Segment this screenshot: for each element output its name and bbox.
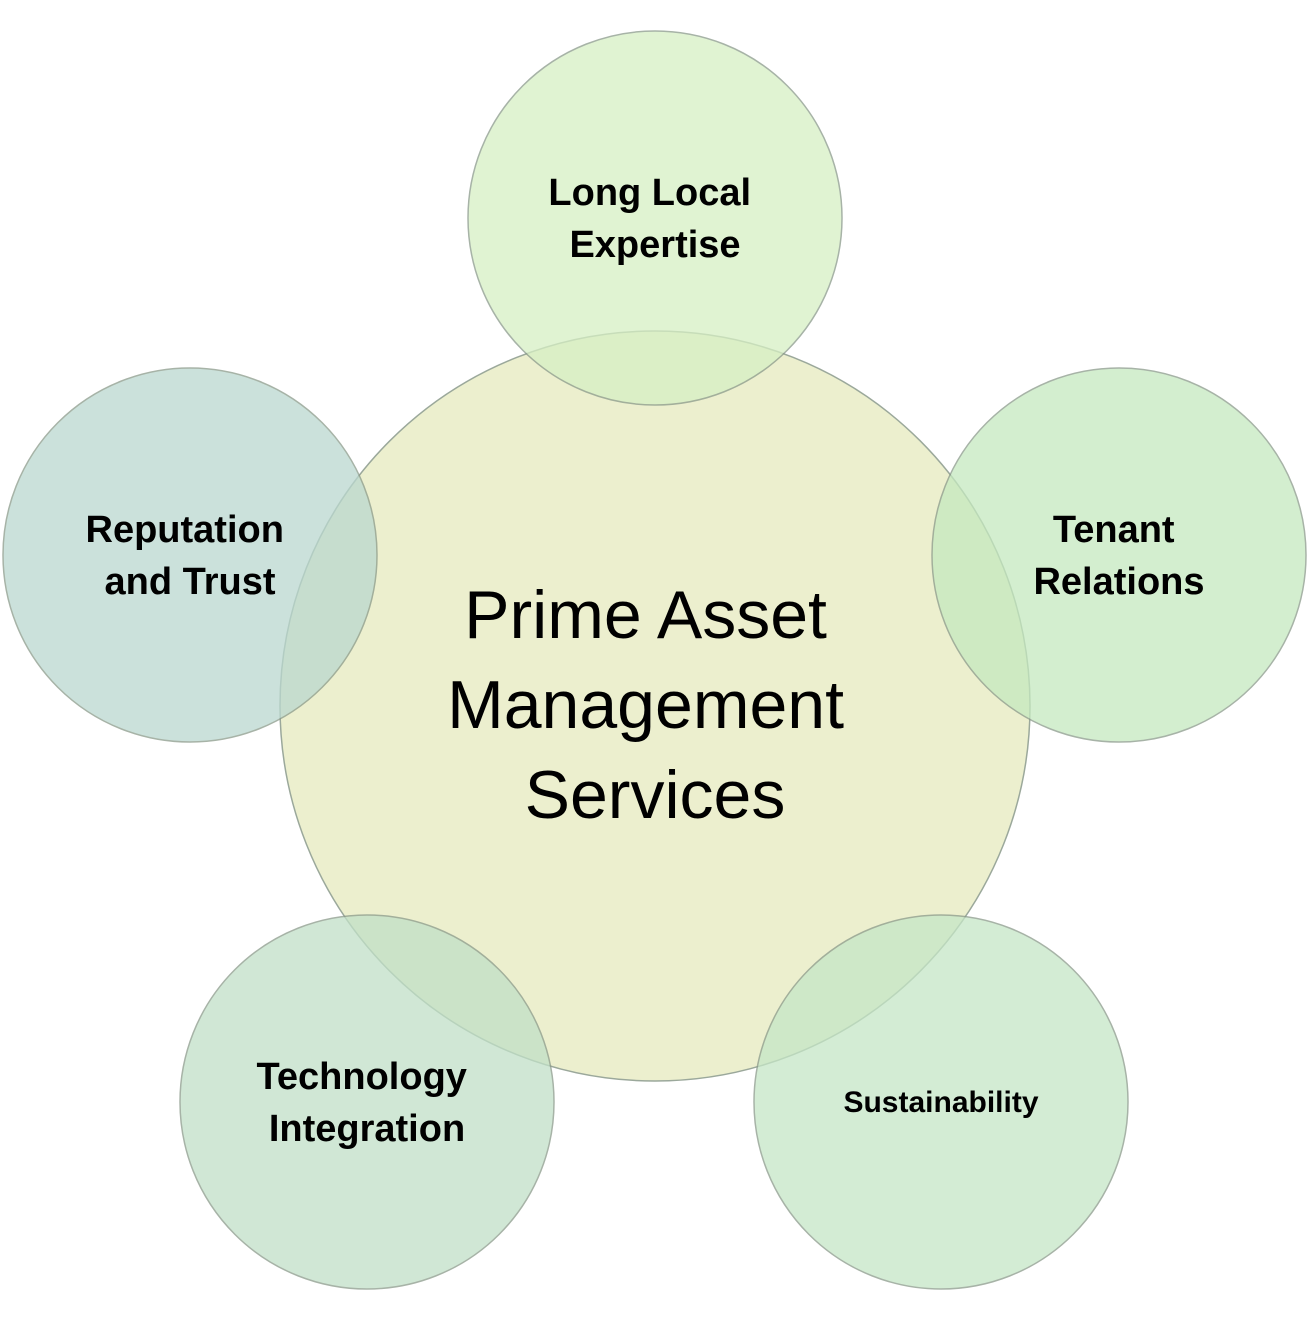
center-label-line-1: Prime Asset [464,577,827,653]
svg-text:Technology Integration: Technology Integration [257,1056,478,1150]
expertise-circle [467,30,843,406]
node-reputation: Reputation and Trust [2,367,378,743]
sustainability-circle [753,914,1129,1290]
reputation-label-line-2: and Trust [104,561,275,603]
node-expertise: Long Local Expertise [467,30,843,406]
expertise-label-line-1: Long Local [548,172,751,214]
technology-circle [179,914,555,1290]
tenant-circle [931,367,1307,743]
technology-label-line-2: Integration [269,1108,465,1150]
node-tenant: Tenant Relations [931,367,1307,743]
svg-text:Sustainability: Sustainability [843,1086,1038,1119]
center-label-line-3: Services [525,757,786,833]
center-label-line-2: Management [447,667,844,743]
svg-text:Tenant Relations: Tenant Relations [1033,509,1204,603]
svg-text:Long Local Expertise: Long Local Expertise [548,172,761,266]
reputation-circle [2,367,378,743]
tenant-label-line-2: Relations [1033,561,1204,603]
sustainability-label-line-1: Sustainability [843,1086,1038,1119]
center-node: Prime Asset Management Services [279,330,1031,1082]
technology-label-line-1: Technology [257,1056,467,1098]
svg-text:Prime Asset Management: Prime Asset Management Services [447,577,863,833]
tenant-label-line-1: Tenant [1053,509,1175,551]
node-technology: Technology Integration [179,914,555,1290]
svg-text:Reputation and Trust: Reputation and Trust [86,509,295,603]
node-sustainability: Sustainability [753,914,1129,1290]
expertise-label-line-2: Expertise [569,224,740,266]
reputation-label-line-1: Reputation [86,509,284,551]
